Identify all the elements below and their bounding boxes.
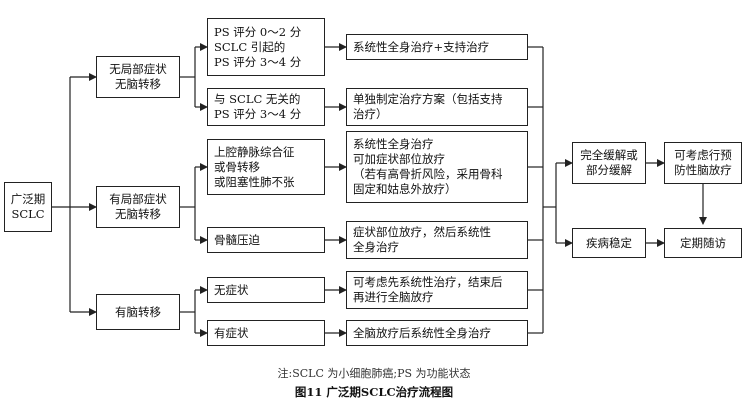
node-ps-0-2: PS 评分 0～2 分 SCLC 引起的 PS 评分 3～4 分	[207, 18, 325, 76]
node-individual-plan: 单独制定治疗方案（包括支持 治疗）	[346, 88, 528, 126]
node-complete-partial-response: 完全缓解或 部分缓解	[572, 142, 646, 184]
node-brain-mets: 有脑转移	[96, 294, 180, 330]
node-local-rt-then-systemic: 症状部位放疗，然后系统性 全身治疗	[346, 221, 528, 259]
node-extensive-sclc: 广泛期 SCLC	[4, 182, 52, 232]
node-prophylactic-cranial-rt: 可考虑行预 防性脑放疗	[664, 142, 742, 184]
node-stable-disease: 疾病稳定	[572, 228, 646, 258]
node-systemic-support: 系统性全身治疗+支持治疗	[346, 34, 528, 60]
figure-note: 注:SCLC 为小细胞肺癌;PS 为功能状态	[277, 367, 471, 380]
node-systemic-first-then-wbrt: 可考虑先系统性治疗，结束后 再进行全脑放疗	[346, 271, 528, 309]
node-local-symptoms-no-brain-mets: 有局部症状 无脑转移	[96, 186, 180, 228]
figure-title: 图11 广泛期SCLC治疗流程图	[294, 385, 454, 399]
node-no-symptoms: 无症状	[207, 277, 325, 303]
node-ps-3-4-unrelated: 与 SCLC 无关的 PS 评分 3～4 分	[207, 88, 325, 126]
node-no-local-symptoms-no-brain-mets: 无局部症状 无脑转移	[96, 56, 180, 98]
node-cord-compression: 骨髓压迫	[207, 227, 325, 253]
node-symptoms: 有症状	[207, 320, 325, 346]
node-systemic-local-rt: 系统性全身治疗 可加症状部位放疗 （若有高骨折风险，采用骨科 固定和姑息外放疗）	[346, 131, 528, 203]
node-wbrt-then-systemic: 全脑放疗后系统性全身治疗	[346, 320, 528, 346]
node-svc-bone-obstruction: 上腔静脉综合征 或骨转移 或阻塞性肺不张	[207, 139, 325, 195]
node-regular-follow-up: 定期随访	[664, 228, 742, 258]
